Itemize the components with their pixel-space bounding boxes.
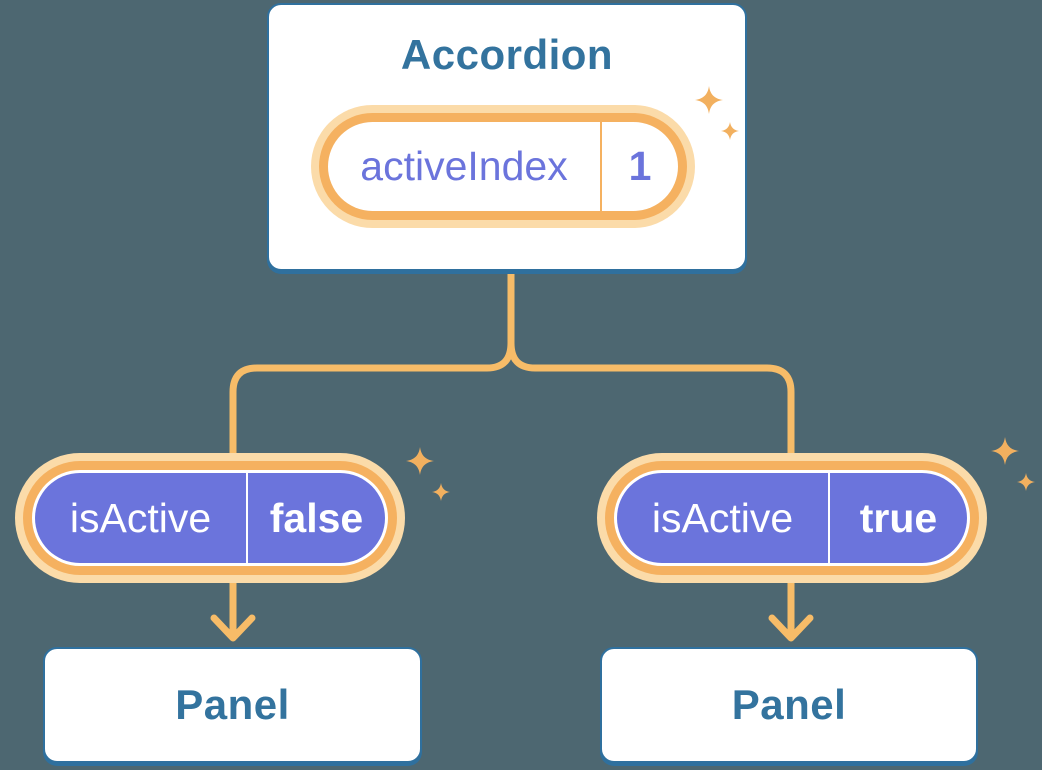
prop-label-left: isActive [69,494,212,541]
pill-divider [246,473,248,563]
connector-group [210,266,814,642]
prop-value-right: true [859,494,938,541]
sparkle-big-icon [695,86,723,114]
sparkle-icon [406,447,450,501]
pill-divider [600,122,602,211]
panel-box-right: Panel [600,647,978,763]
panel-box-left: Panel [43,647,422,763]
accordion-title: Accordion [400,31,614,78]
prop-pill-right: isActive true [617,473,967,563]
sparkle-icon [695,86,739,140]
pill-divider [828,473,830,563]
panel-title-left: Panel [175,681,290,728]
sparkle-small-icon [1017,473,1035,491]
arrowhead-right-icon [768,614,814,642]
arrowhead-left-icon [210,614,256,642]
panel-title-right: Panel [731,681,847,728]
prop-pill-left: isActive false [35,473,385,563]
prop-value-left: false [269,494,364,541]
connector-right-branch [507,339,795,637]
sparkle-small-icon [432,483,450,501]
sparkle-icon [991,437,1035,491]
state-label: activeIndex [360,143,568,189]
prop-label-right: isActive [651,494,794,541]
sparkle-big-icon [406,447,434,475]
sparkle-big-icon [991,437,1019,465]
state-value: 1 [628,143,652,189]
state-pill-activeindex: activeIndex 1 [328,122,678,211]
sparkle-small-icon [721,122,739,140]
connector-left-branch [229,266,515,637]
